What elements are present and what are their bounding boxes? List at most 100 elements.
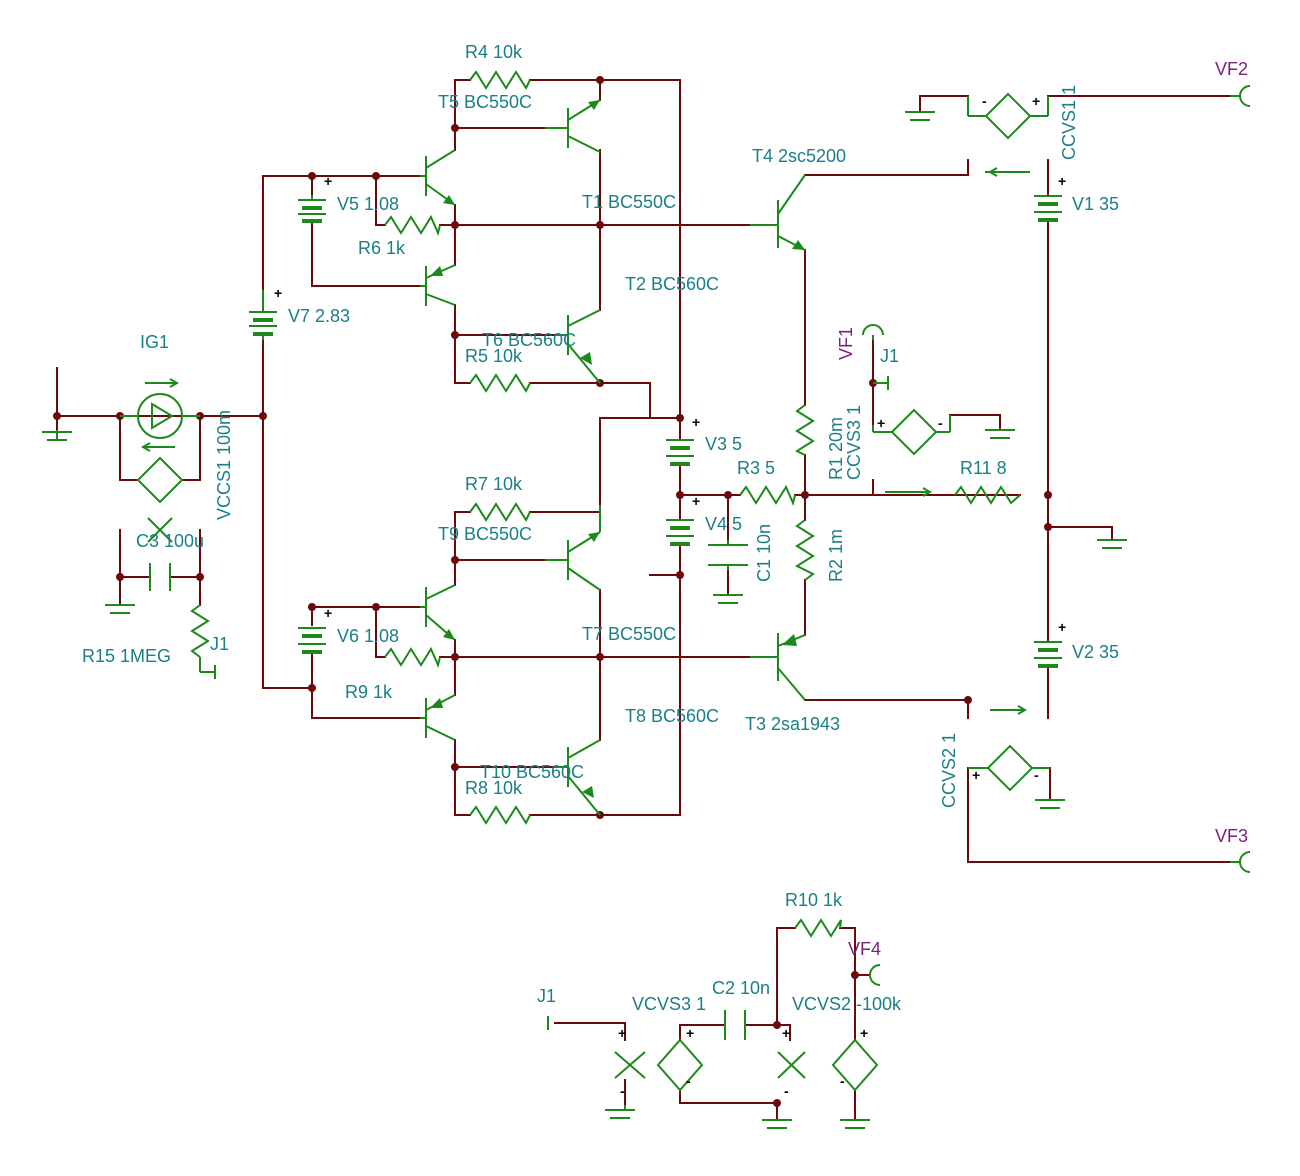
transistor-t7[interactable] [420,584,456,641]
vcvs2-diamond[interactable] [831,1038,879,1092]
label-r6: R6 1k [358,238,406,258]
transistor-t10[interactable] [555,739,601,816]
ground-ccvs3 [985,429,1015,439]
battery-v1[interactable] [1034,195,1062,222]
svg-text:+: + [692,414,700,430]
label-t5: T5 BC550C [438,92,532,112]
label-t7: T7 BC550C [582,624,676,644]
capacitor-c3[interactable] [149,563,171,591]
label-t2: T2 BC560C [625,274,719,294]
ground-vcvs2 [840,1119,870,1129]
label-v6: V6 1.08 [337,626,399,646]
transistor-t4[interactable] [750,174,806,251]
ccvs3-diamond[interactable] [872,408,951,497]
transistor-t1[interactable] [420,149,456,206]
resistor-r8[interactable] [469,805,531,826]
capacitor-c2[interactable] [724,1010,746,1040]
battery-v7[interactable] [249,290,277,340]
label-vcvs2: VCVS2 -100k [792,994,902,1014]
label-t10: T10 BC560C [480,762,584,782]
port-label-vf3: VF3 [1215,826,1248,846]
label-t9: T9 BC550C [438,524,532,544]
c3-cross [147,517,173,543]
svg-text:-: - [982,93,987,109]
label-ccvs2: CCVS2 1 [939,733,959,808]
label-v3: V3 5 [705,434,742,454]
svg-text:+: + [1032,93,1040,109]
ccvs2-diamond[interactable] [968,705,1050,792]
ground-c1 [713,594,743,604]
ground-mid [762,1119,792,1129]
port-label-vf1: VF1 [836,327,856,360]
battery-v4[interactable] [666,519,694,546]
svg-text:+: + [324,605,332,621]
resistor-r3[interactable] [739,484,796,507]
capacitor-c1[interactable] [708,540,748,570]
label-t3: T3 2sa1943 [745,714,840,734]
label-j1-input: J1 [210,634,229,654]
label-t8: T8 BC560C [625,706,719,726]
transistor-t3[interactable] [750,633,806,701]
resistor-r9[interactable] [384,646,441,669]
svg-text:+: + [860,1025,868,1041]
resistor-r6[interactable] [384,214,441,237]
vcvs3-input-cross [614,1051,646,1079]
transistor-t6[interactable] [555,309,601,384]
resistor-r7[interactable] [469,502,531,523]
resistor-r10[interactable] [794,918,842,938]
ground-ccvs1 [905,111,935,121]
label-c2: C2 10n [712,978,770,998]
transistor-t8[interactable] [420,694,456,741]
polarity-marks: + + + + + + + + - + - + - + + - - + - + … [274,93,1066,1099]
component-labels: R4 10k T5 BC550C T1 BC550C V5 1.08 R6 1k… [82,42,1119,1014]
port-vf1-connector [862,324,884,336]
port-labels: VF2 VF3 VF1 VF4 [836,59,1248,959]
vccs1-diamond[interactable] [136,442,184,504]
vcvs2-input-cross [777,1051,806,1079]
label-v4: V4 5 [705,514,742,534]
battery-v2[interactable] [1034,641,1062,668]
j1-tap-ccvs3 [873,376,889,390]
port-vf2-connector [1239,85,1251,107]
label-vccs1: VCCS1 100m [214,410,234,520]
label-ccvs3: CCVS3 1 [844,405,864,480]
battery-v5[interactable] [298,195,326,223]
current-source-ig1[interactable] [120,378,200,439]
resistor-r4[interactable] [469,70,531,91]
label-ccvs1: CCVS1 1 [1059,85,1079,160]
port-vf4-connector [869,964,881,986]
resistor-r15[interactable] [190,604,210,658]
resistor-r2[interactable] [794,519,815,581]
battery-v3[interactable] [666,439,694,466]
svg-text:+: + [618,1025,626,1041]
resistor-r1[interactable] [794,404,815,456]
transistor-t5[interactable] [545,99,601,153]
label-r10: R10 1k [785,890,843,910]
svg-text:+: + [972,767,980,783]
battery-v6[interactable] [298,627,326,654]
svg-text:-: - [938,415,943,431]
label-c1: C1 10n [754,524,774,582]
svg-text:-: - [840,1073,845,1089]
label-j1-ccvs3: J1 [880,346,899,366]
label-r1: R1 20m [826,417,846,480]
vcvs3-diamond[interactable] [656,1038,704,1092]
transistor-t2[interactable] [420,264,456,306]
label-r2: R2 1m [826,529,846,582]
svg-text:-: - [1034,767,1039,783]
ground-ccvs2 [1035,799,1065,809]
svg-text:-: - [620,1083,625,1099]
ccvs1-diamond[interactable] [967,92,1049,177]
label-c3: C3 100u [136,531,204,551]
label-r3: R3 5 [737,458,775,478]
resistor-r11[interactable] [954,485,1021,505]
svg-text:-: - [686,1073,691,1089]
label-v7: V7 2.83 [288,306,350,326]
label-t6: T6 BC560C [482,330,576,350]
transistor-t9[interactable] [545,505,601,591]
resistor-r5[interactable] [469,373,531,394]
ground-output [1097,539,1127,549]
j1-tap-input [199,657,216,679]
label-r5: R5 10k [465,346,523,366]
